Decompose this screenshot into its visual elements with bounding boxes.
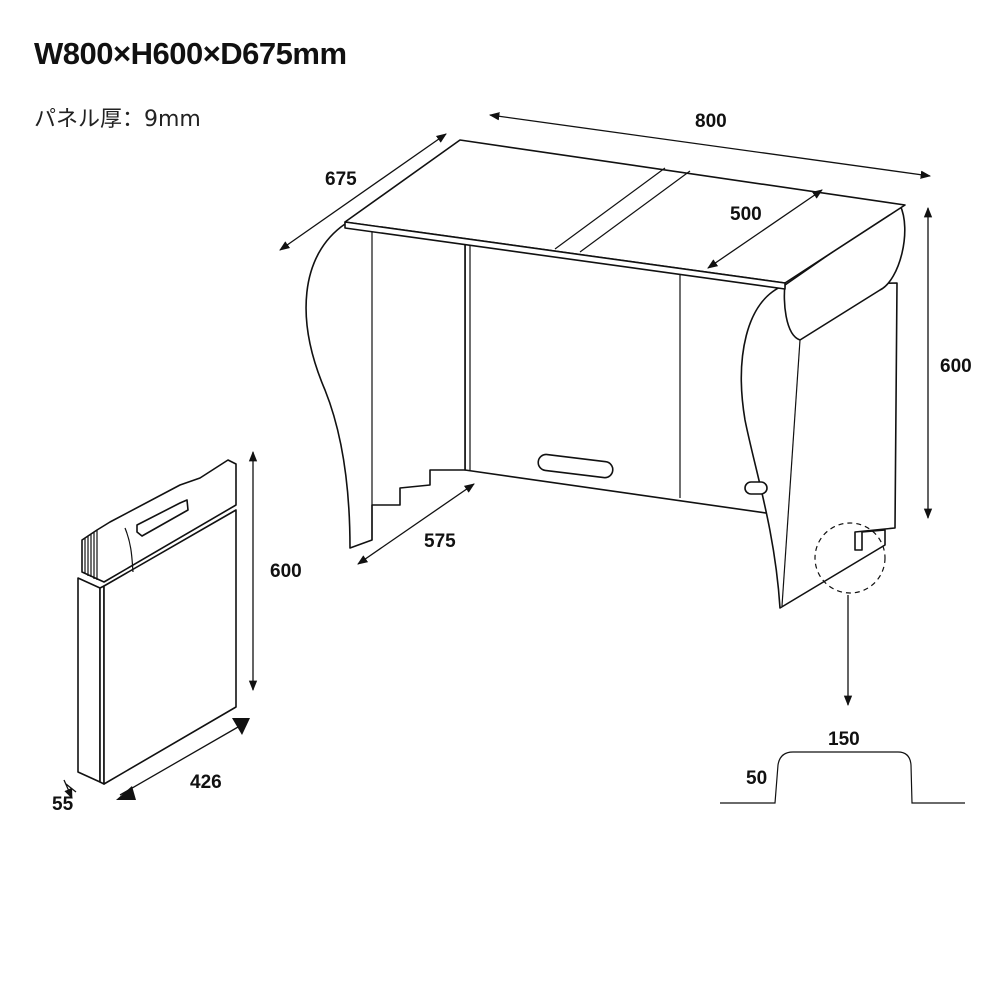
panel-thickness-label: パネル厚：9mm xyxy=(34,107,201,132)
folded-handle-slot xyxy=(136,499,189,537)
top-split-label: 500 xyxy=(730,204,762,225)
left-side-panel xyxy=(305,223,466,549)
slot-height-label: 50 xyxy=(746,768,767,789)
depth-label: 675 xyxy=(325,169,357,190)
slot-width-label: 150 xyxy=(828,729,860,750)
back-panel xyxy=(464,241,781,516)
folded-width-arrow xyxy=(119,722,246,796)
folded-panels-drawing xyxy=(77,459,237,785)
inner-depth-dimension-arrow xyxy=(357,483,475,565)
folded-thickness-label: 55 xyxy=(52,794,74,815)
top-split-dimension-arrow xyxy=(707,189,823,269)
width-label: 800 xyxy=(695,111,727,132)
slot-profile xyxy=(720,751,965,804)
slot-detail-circle xyxy=(814,522,886,594)
depth-dimension-arrow xyxy=(279,133,447,251)
product-dimensions-title: W800×H600×D675mm xyxy=(34,36,347,71)
folded-height-label: 600 xyxy=(270,561,302,582)
right-side-panel xyxy=(740,282,898,609)
inner-depth-label: 575 xyxy=(424,531,456,552)
height-label: 600 xyxy=(940,356,972,377)
width-dimension-arrow xyxy=(488,112,932,179)
folded-width-label: 426 xyxy=(190,772,222,793)
back-handle-slot xyxy=(537,453,614,479)
